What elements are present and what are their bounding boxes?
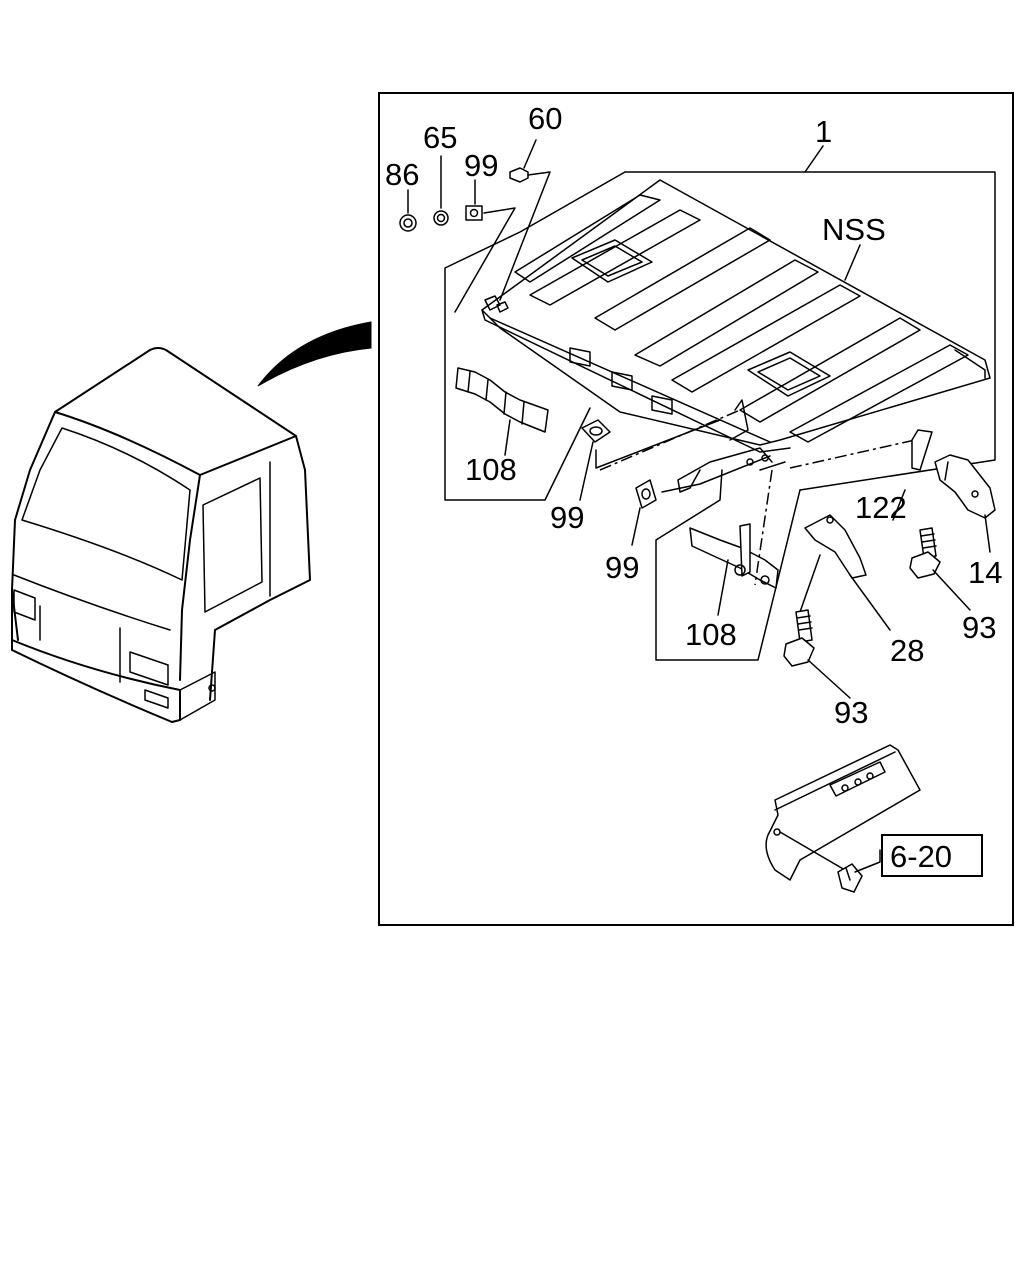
- washer-65: [433, 155, 449, 226]
- truck-cab-illustration: [11, 321, 372, 723]
- bracket-108-right: [655, 469, 801, 661]
- bracket-28: [799, 514, 891, 631]
- callout-14: 14: [968, 555, 1002, 590]
- callout-99-top: 99: [464, 148, 498, 183]
- callout-65: 65: [423, 120, 457, 155]
- fastener-86: [399, 189, 417, 232]
- callout-28: 28: [890, 633, 924, 668]
- callout-nss: NSS: [822, 212, 886, 247]
- bolt-93-low: [783, 609, 851, 699]
- callout-108-right: 108: [685, 617, 737, 652]
- callout-108-left: 108: [465, 452, 517, 487]
- callout-60: 60: [528, 101, 562, 136]
- callout-6-20: 6-20: [890, 839, 952, 874]
- roof-panel: [481, 179, 991, 453]
- detail-frame: [378, 92, 1014, 926]
- callout-93-right: 93: [962, 610, 996, 645]
- clip-99-top: [454, 179, 516, 313]
- bolt-93-right: [909, 527, 971, 611]
- pin-122: [892, 429, 933, 521]
- push-clip-6-20: [837, 849, 881, 893]
- leader-nss: [844, 244, 861, 281]
- callout-1: 1: [815, 114, 832, 149]
- callout-122: 122: [855, 490, 907, 525]
- callout-99-mid: 99: [550, 500, 584, 535]
- pad-99-low: [631, 455, 771, 546]
- bracket-14: [934, 454, 996, 553]
- screw-60: [499, 139, 551, 301]
- callout-93-low: 93: [834, 695, 868, 730]
- callout-99-low: 99: [605, 550, 639, 585]
- bracket-108-left: [455, 367, 549, 456]
- leader-1: [799, 145, 996, 491]
- callout-86: 86: [385, 157, 419, 192]
- reference-box-6-20: [881, 834, 983, 877]
- rail-section: [765, 744, 921, 881]
